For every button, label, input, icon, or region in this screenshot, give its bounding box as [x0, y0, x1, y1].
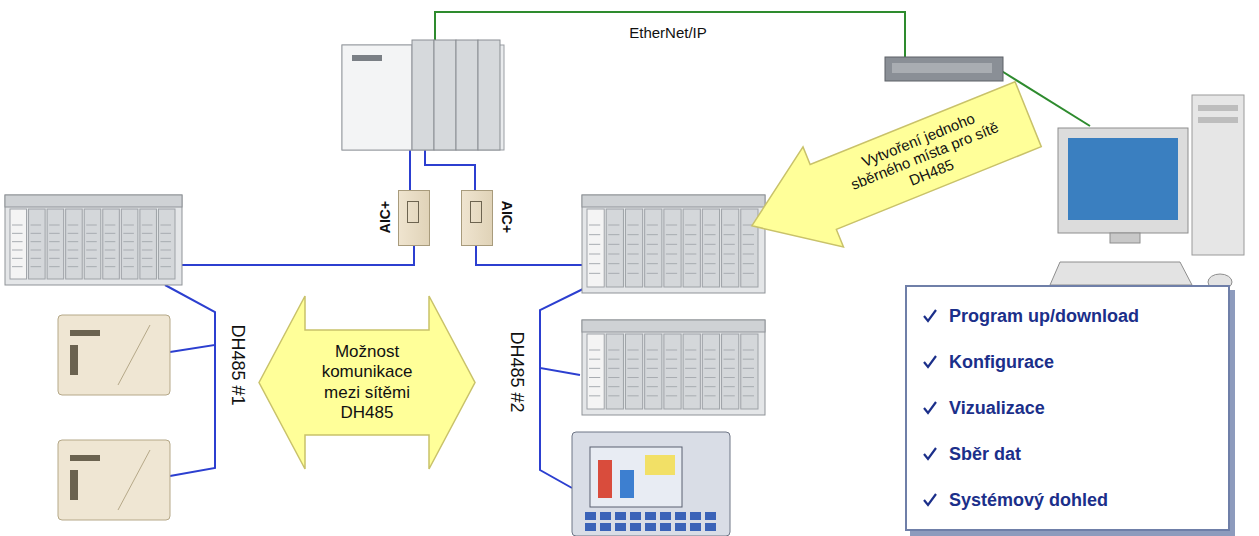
list-item: Vizualizace — [949, 398, 1045, 419]
check-mark — [921, 445, 939, 463]
module-slot — [407, 201, 419, 223]
module-slot — [470, 201, 482, 223]
ethernet-cable — [435, 12, 905, 57]
controllogix-chassis — [342, 40, 504, 150]
list-item: Konfigurace — [949, 352, 1054, 373]
module-label: AIC+ — [377, 201, 393, 233]
list-row: Konfigurace — [921, 339, 1214, 385]
list-row: Sběr dat — [921, 431, 1214, 477]
ethernet-switch — [885, 57, 1003, 81]
check-mark — [921, 399, 939, 417]
list-item: Program up/download — [949, 306, 1139, 327]
dh485-cable — [165, 150, 585, 488]
micrologix-controller — [58, 440, 170, 520]
panelview-terminal — [572, 432, 730, 536]
module-body — [461, 190, 493, 246]
check-mark — [921, 491, 939, 509]
list-row: Program up/download — [921, 293, 1214, 339]
list-row: Vizualizace — [921, 385, 1214, 431]
aic-module: AIC+ — [375, 186, 435, 248]
list-item: Systémový dohled — [949, 490, 1108, 511]
check-mark — [921, 307, 939, 325]
computer — [1050, 95, 1244, 290]
check-mark — [921, 353, 939, 371]
aic-module: AIC+ — [458, 186, 518, 248]
list-item: Sběr dat — [949, 444, 1021, 465]
callout-text: Vytvoření jednoho sběrného místa pro sít… — [829, 97, 1020, 214]
arrow-shape — [258, 295, 476, 470]
arrow-text: Možnost komunikace mezi sítěmi DH485 — [309, 342, 425, 424]
micrologix-controller — [58, 315, 170, 395]
module-body — [398, 190, 430, 246]
network-label: EtherNet/IP — [629, 24, 707, 41]
network-name: DH485 #1 — [227, 324, 248, 405]
module-label: AIC+ — [499, 201, 515, 233]
double-arrow: Možnost komunikace mezi sítěmi DH485 — [258, 295, 476, 470]
network-name: DH485 #2 — [506, 331, 527, 412]
feature-list-box: Program up/downloadKonfiguraceVizualizac… — [905, 285, 1230, 531]
callout-arrow: Vytvoření jednoho sběrného místa pro sít… — [730, 63, 1049, 277]
list-row: Systémový dohled — [921, 477, 1214, 523]
